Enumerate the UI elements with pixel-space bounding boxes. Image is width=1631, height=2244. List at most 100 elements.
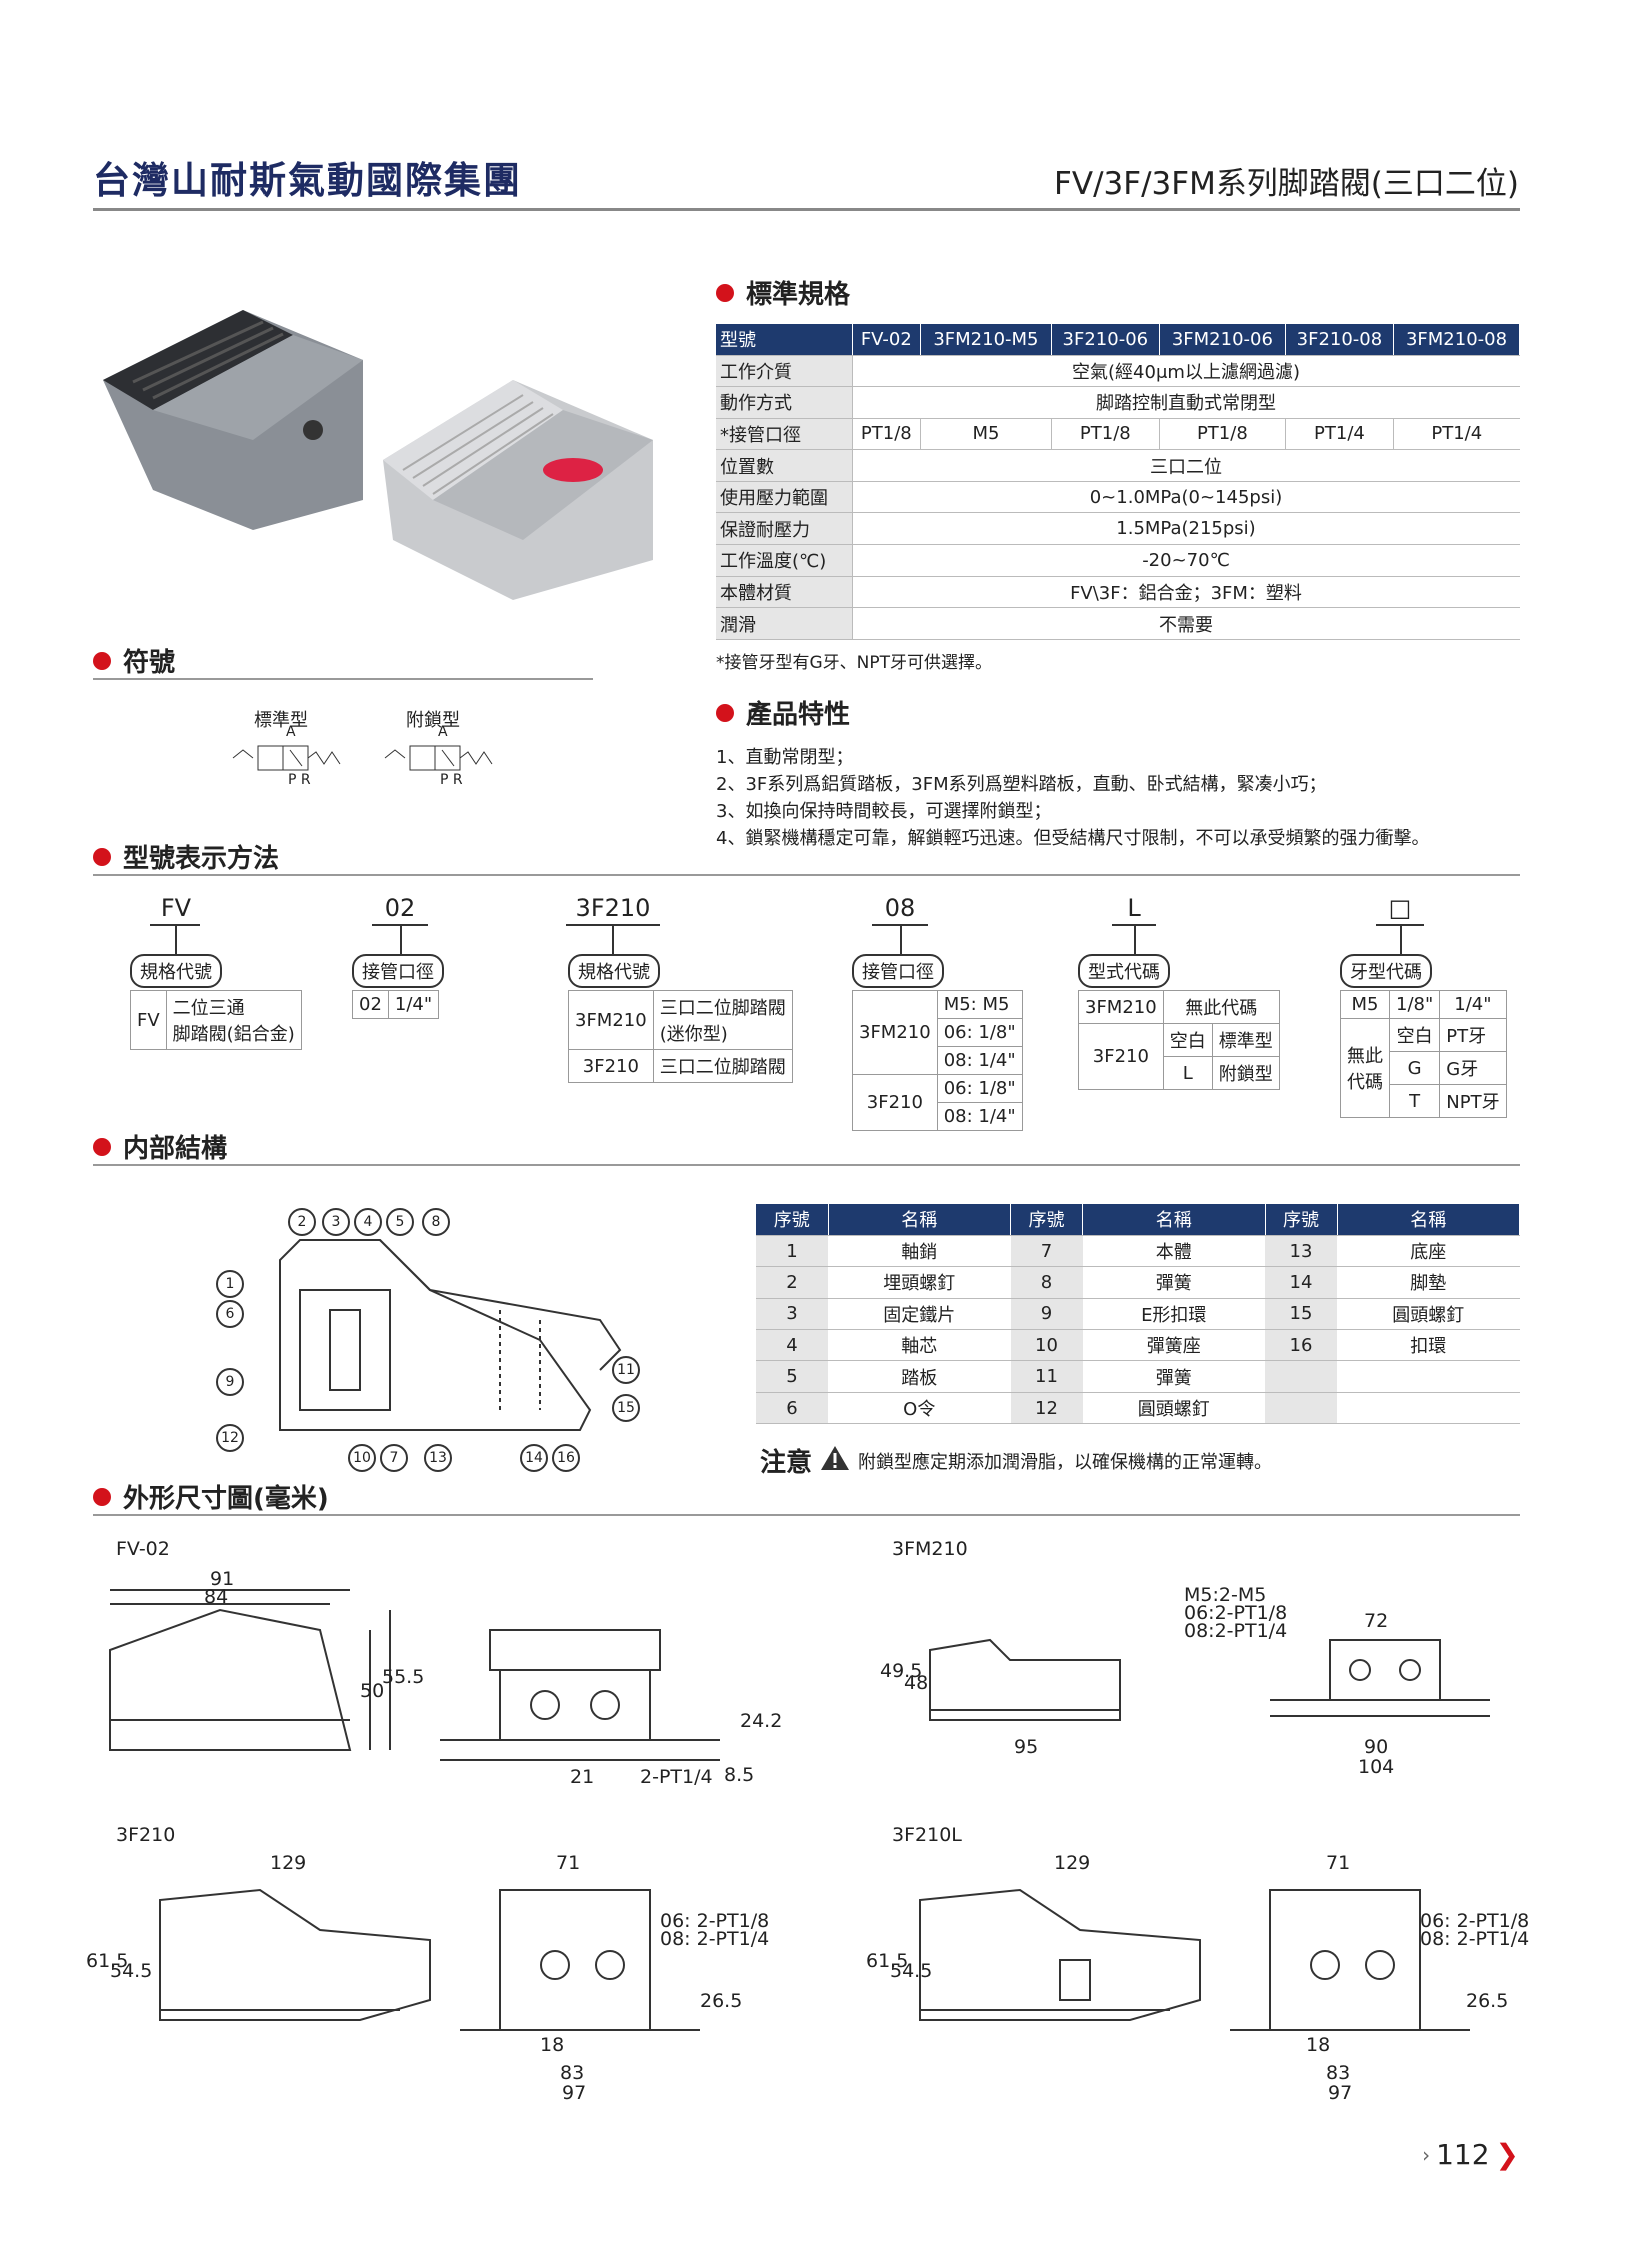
callout-6: 6 <box>216 1300 244 1328</box>
callout-14: 14 <box>520 1444 548 1472</box>
callout-13: 13 <box>424 1444 452 1472</box>
dim-3fl-97: 97 <box>1328 2082 1353 2104</box>
callout-10: 10 <box>348 1444 376 1472</box>
code-fv: FV <box>160 894 192 922</box>
spec-value: 0~1.0MPa(0~145psi) <box>852 481 1520 514</box>
code-connector <box>1400 924 1402 954</box>
code-connector <box>612 924 614 954</box>
symbol-standard-label: 標準型 <box>254 710 308 731</box>
dim-3fm-port-06: 06:2-PT1/8 <box>1184 1602 1288 1624</box>
part-number: 5 <box>756 1360 828 1393</box>
callout-1: 1 <box>216 1270 244 1298</box>
valve-symbol-locking <box>380 732 520 796</box>
part-name: 彈簧座 <box>1082 1329 1265 1362</box>
dim-drawing-3f210l-front <box>1230 1860 1470 2064</box>
section-features-heading: 產品特性 <box>716 694 850 731</box>
spec-header-model: 3F210-08 <box>1285 324 1395 356</box>
callout-9: 9 <box>216 1368 244 1396</box>
spec-row-label: 本體材質 <box>716 576 853 609</box>
spec-value: 三口二位 <box>852 449 1520 482</box>
dim-3fm-port-08: 08:2-PT1/4 <box>1184 1620 1288 1642</box>
header-rule <box>93 208 1520 211</box>
dim-3fl-71: 71 <box>1326 1852 1351 1874</box>
spec-row-label: *接管口徑 <box>716 418 853 451</box>
parts-header: 名稱 <box>1082 1204 1266 1236</box>
callout-11: 11 <box>612 1356 640 1384</box>
dim-3f-port-08: 08: 2-PT1/4 <box>660 1928 770 1950</box>
callout-4: 4 <box>354 1208 382 1236</box>
dim-3fl-83: 83 <box>1326 2062 1351 2084</box>
code-connector <box>1134 924 1136 954</box>
part-name: 底座 <box>1337 1235 1520 1268</box>
spec-value: 空氣(經40μm以上濾網過濾) <box>852 355 1520 388</box>
bullet-icon <box>93 847 111 866</box>
dim-3fl-54.5: 54.5 <box>890 1960 933 1982</box>
bullet-icon <box>93 1137 111 1156</box>
part-number <box>1265 1360 1337 1393</box>
spec-cell: M5 <box>920 418 1052 451</box>
spec-row-label: 保證耐壓力 <box>716 512 853 546</box>
internal-rule <box>93 1164 1520 1166</box>
label-type-code: 型式代碼 <box>1078 954 1170 988</box>
section-symbol-heading: 符號 <box>93 642 175 679</box>
dim-3fm-72: 72 <box>1364 1610 1389 1632</box>
label-port-size: 接管口徑 <box>852 954 944 988</box>
spec-value: 1.5MPa(215psi) <box>852 512 1520 546</box>
part-number: 14 <box>1265 1266 1337 1299</box>
dim-drawing-fv02-side <box>100 1570 420 1774</box>
parts-note: 注意 附鎖型應定期添加潤滑脂，以確保機構的正常運轉。 <box>760 1442 1272 1479</box>
spec-header-model: 3F210-06 <box>1051 324 1160 356</box>
part-number: 4 <box>756 1329 828 1362</box>
dim-3fl-26.5: 26.5 <box>1466 1990 1509 2012</box>
code-connector <box>900 924 902 954</box>
spec-value: 脚踏控制直動式常閉型 <box>852 386 1520 419</box>
part-name: E形扣環 <box>1082 1298 1265 1331</box>
warning-icon <box>820 1445 850 1476</box>
product-title: FV/3F/3FM系列脚踏閥(三口二位) <box>1054 166 1519 202</box>
port-a-label: A <box>438 724 448 740</box>
dim-3f-port-06: 06: 2-PT1/8 <box>660 1910 770 1932</box>
part-number: 3 <box>756 1298 828 1331</box>
callout-2: 2 <box>288 1208 316 1236</box>
spec-row-label: 工作介質 <box>716 355 853 388</box>
dim-3fl-18: 18 <box>1306 2034 1331 2056</box>
bullet-icon <box>93 651 111 670</box>
part-name: 踏板 <box>828 1360 1011 1393</box>
port-pr-label: P R <box>288 772 311 788</box>
part-number: 8 <box>1010 1266 1083 1299</box>
section-model-heading: 型號表示方法 <box>93 838 279 875</box>
spec-row-label: 工作溫度(℃) <box>716 544 853 577</box>
part-name: 圓頭螺釘 <box>1337 1298 1520 1331</box>
dim-3f-26.5: 26.5 <box>700 1990 743 2012</box>
model-rule <box>93 874 1520 876</box>
spec-header-model: 3FM210-06 <box>1159 324 1286 356</box>
spec-cell: PT1/8 <box>1050 418 1160 451</box>
callout-12: 12 <box>216 1424 244 1452</box>
dim-drawing-3f210-side <box>100 1860 440 2044</box>
dim-fv02-91: 91 <box>210 1568 235 1590</box>
part-number: 9 <box>1010 1298 1083 1331</box>
part-name: 固定鐵片 <box>828 1298 1011 1331</box>
callout-3: 3 <box>322 1208 350 1236</box>
part-name: 扣環 <box>1337 1329 1520 1362</box>
spec-cell: PT1/8 <box>1158 418 1286 451</box>
part-name: 軸銷 <box>828 1235 1011 1268</box>
dim-fv02-50: 50 <box>360 1680 385 1702</box>
part-name <box>1337 1392 1520 1425</box>
spec-row-label: 潤滑 <box>716 607 853 640</box>
dim-3f-18: 18 <box>540 2034 565 2056</box>
spec-value: -20~70℃ <box>852 544 1520 577</box>
bullet-icon <box>93 1487 111 1506</box>
part-name: 圓頭螺釘 <box>1082 1392 1265 1425</box>
spec-header-model: 3FM210-08 <box>1393 324 1520 356</box>
dim-3fm-48: 48 <box>904 1672 929 1694</box>
dim-drawing-3f210l-side <box>880 1860 1220 2044</box>
part-number: 12 <box>1010 1392 1083 1425</box>
dim-fv02-84: 84 <box>204 1586 229 1608</box>
spec-header-label: 型號 <box>716 324 853 356</box>
spec-header-model: 3FM210-M5 <box>920 324 1052 356</box>
feature-list: 1、直動常閉型； 2、3F系列爲鋁質踏板，3FM系列爲塑料踏板，直動、卧式結構，… <box>716 744 1429 852</box>
feature-item: 1、直動常閉型； <box>716 747 854 768</box>
